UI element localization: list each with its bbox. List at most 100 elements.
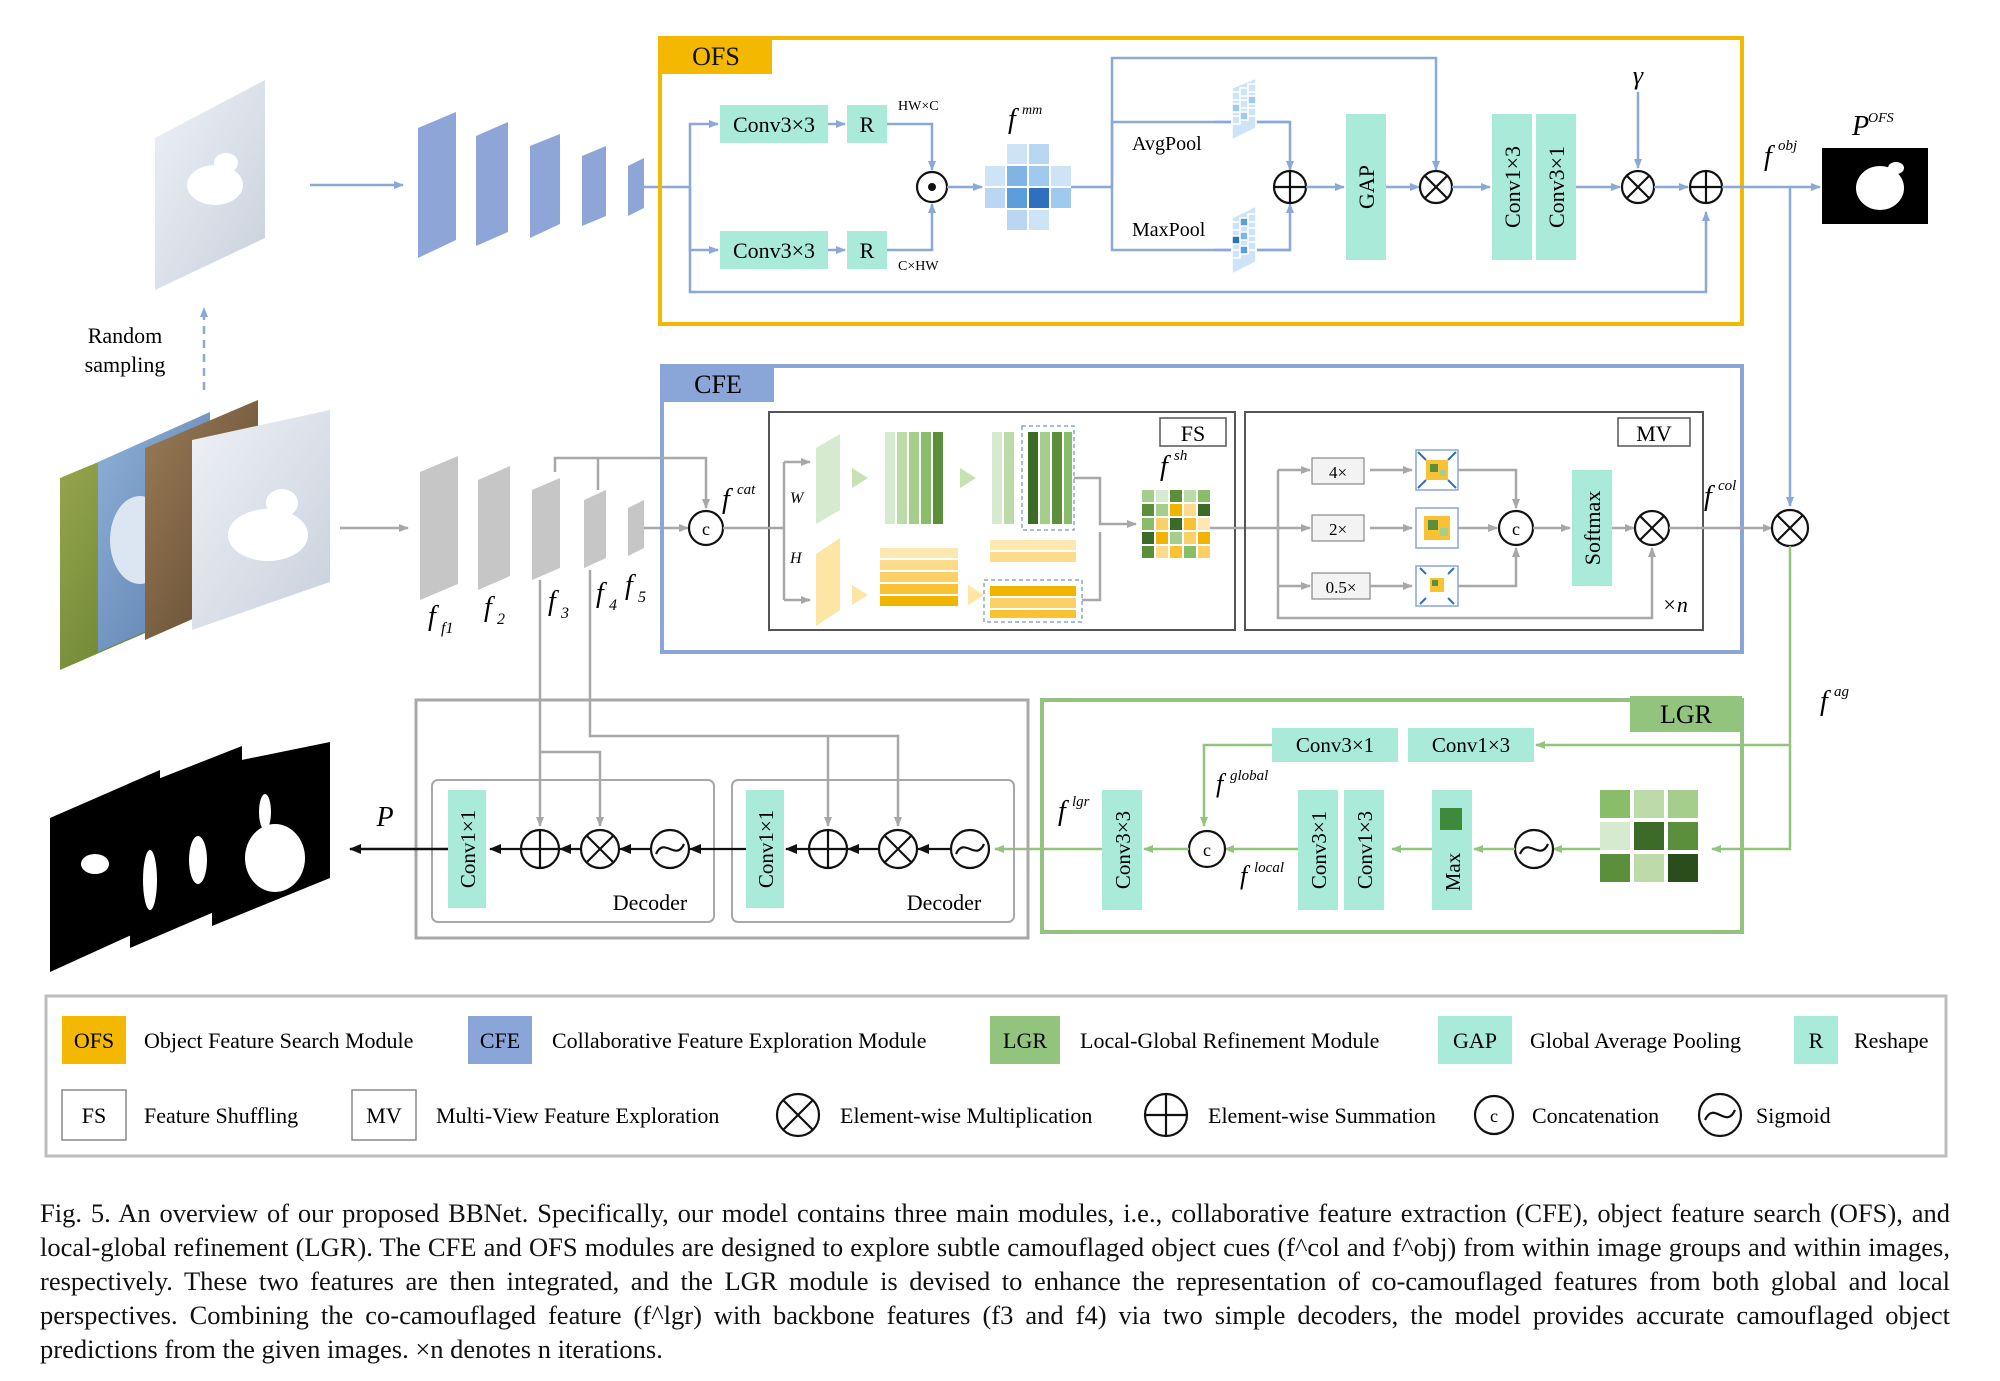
svg-text:MV: MV (1636, 421, 1672, 446)
svg-text:OFS: OFS (1868, 111, 1894, 126)
softmax-block (1572, 470, 1612, 586)
f-cat-label: f (722, 484, 733, 515)
svg-text:Conv1×3: Conv1×3 (1500, 146, 1525, 228)
scale-2x-box (1311, 514, 1365, 542)
output-p-label: P (375, 802, 393, 833)
ofs-title: OFS (692, 42, 740, 71)
maxpool-label: MaxPool (1132, 219, 1206, 241)
svg-text:Conv1×3: Conv1×3 (1432, 733, 1510, 757)
svg-text:4×: 4× (1329, 463, 1347, 482)
svg-text:Sigmoid: Sigmoid (1756, 1103, 1831, 1128)
maxpool-stack (1231, 204, 1257, 276)
ofs-reshape-top (847, 105, 887, 143)
svg-text:Conv1×3: Conv1×3 (1353, 811, 1377, 889)
ofs-gamma-mul-symbol (1620, 169, 1656, 205)
ofs-conv-bottom (720, 231, 828, 269)
svg-text:FS: FS (82, 1103, 106, 1128)
ofs-sum-symbol (1272, 169, 1308, 205)
svg-text:local: local (1254, 860, 1284, 876)
ofs-mul-symbol (1418, 169, 1454, 205)
lgr-conv3x1-top (1272, 728, 1398, 762)
svg-text:f: f (428, 601, 439, 632)
svg-text:H: H (789, 550, 803, 567)
f-mm-label: f (1008, 104, 1019, 135)
svg-text:R: R (860, 112, 875, 137)
svg-text:Conv1×1: Conv1×1 (754, 810, 778, 888)
svg-text:GAP: GAP (1453, 1028, 1497, 1053)
fag-heatmap (1600, 790, 1698, 882)
scale-4x-view (1415, 449, 1459, 491)
mv-concat-symbol: c (1497, 509, 1535, 547)
svg-text:Element-wise Multiplication: Element-wise Multiplication (840, 1103, 1092, 1128)
svg-text:Multi-View Feature Exploration: Multi-View Feature Exploration (436, 1103, 719, 1128)
lgr-title: LGR (1660, 700, 1713, 729)
svg-text:lgr: lgr (1072, 794, 1090, 810)
decoder-container (414, 698, 1030, 940)
input-image-stack (60, 400, 330, 670)
svg-text:R: R (860, 238, 875, 263)
svg-text:Conv3×3: Conv3×3 (733, 112, 815, 137)
p-ofs-mask (1822, 148, 1928, 224)
scale-05x-view (1415, 565, 1459, 607)
svg-text:f: f (596, 578, 607, 609)
times-n-label: ×n (1662, 592, 1688, 617)
avgpool-stack (1231, 76, 1257, 142)
fs-title-box (1159, 417, 1227, 447)
lgr-conv3x1-block (1298, 790, 1338, 910)
hw-c-label: HW×C (898, 99, 939, 114)
matrix-product-symbol (915, 170, 949, 204)
f-sh-label: f (1160, 451, 1171, 482)
svg-text:sh: sh (1174, 448, 1187, 464)
svg-text:5: 5 (638, 589, 646, 606)
ofs-module (658, 36, 1744, 326)
random-sampling-label-2: sampling (85, 352, 166, 377)
svg-text:Conv3×1: Conv3×1 (1307, 811, 1331, 889)
svg-text:GAP: GAP (1354, 165, 1379, 209)
svg-text:Softmax: Softmax (1580, 491, 1605, 566)
svg-text:2: 2 (497, 611, 505, 628)
fs-height-shuffle (816, 538, 1083, 626)
lgr-conv1x3-block (1344, 790, 1384, 910)
gap-block (1346, 114, 1386, 260)
svg-text:Conv3×1: Conv3×1 (1544, 146, 1569, 228)
lgr-conv3x3-block (1102, 790, 1142, 910)
scale-05x-box (1311, 572, 1371, 600)
svg-text:cat: cat (737, 482, 756, 498)
f-col-label: f (1704, 481, 1715, 512)
svg-text:Object Feature Search Module: Object Feature Search Module (144, 1028, 413, 1053)
output-masks (50, 742, 330, 972)
svg-text:Element-wise Summation: Element-wise Summation (1208, 1103, 1436, 1128)
svg-text:R: R (1809, 1028, 1824, 1053)
f-ag-label: f (1820, 686, 1831, 717)
gamma-label: γ (1633, 61, 1644, 90)
fs-box (768, 411, 1236, 631)
svg-text:obj: obj (1778, 138, 1797, 154)
svg-text:f: f (625, 570, 636, 601)
svg-text:4: 4 (609, 597, 617, 614)
svg-text:Collaborative Feature Explorat: Collaborative Feature Exploration Module (552, 1028, 927, 1053)
bottom-backbone (420, 456, 644, 600)
top-backbone (418, 112, 644, 258)
decoder-2-label: Decoder (907, 890, 982, 915)
f-local-label: f (1240, 861, 1251, 890)
caption-label: Fig. 5. (40, 1198, 111, 1228)
dec1-mul-symbol (579, 828, 621, 870)
svg-text:f: f (548, 586, 559, 617)
svg-text:LGR: LGR (1003, 1028, 1047, 1053)
random-sampling-label: Random (88, 323, 163, 348)
f-obj-label: f (1764, 141, 1775, 172)
svg-text:OFS: OFS (74, 1028, 114, 1053)
svg-text:f: f (484, 592, 495, 623)
svg-text:c: c (702, 519, 710, 539)
svg-text:c: c (1512, 519, 1520, 539)
svg-text:W: W (790, 490, 805, 507)
mv-mul-symbol (1633, 509, 1671, 547)
dec1-sigmoid-symbol (649, 828, 691, 870)
dec2-conv-block (746, 790, 784, 908)
ofs-conv-top (720, 105, 828, 143)
decoder-1-label: Decoder (613, 890, 688, 915)
svg-text:Reshape: Reshape (1854, 1028, 1929, 1053)
dec2-mul-symbol (877, 828, 919, 870)
